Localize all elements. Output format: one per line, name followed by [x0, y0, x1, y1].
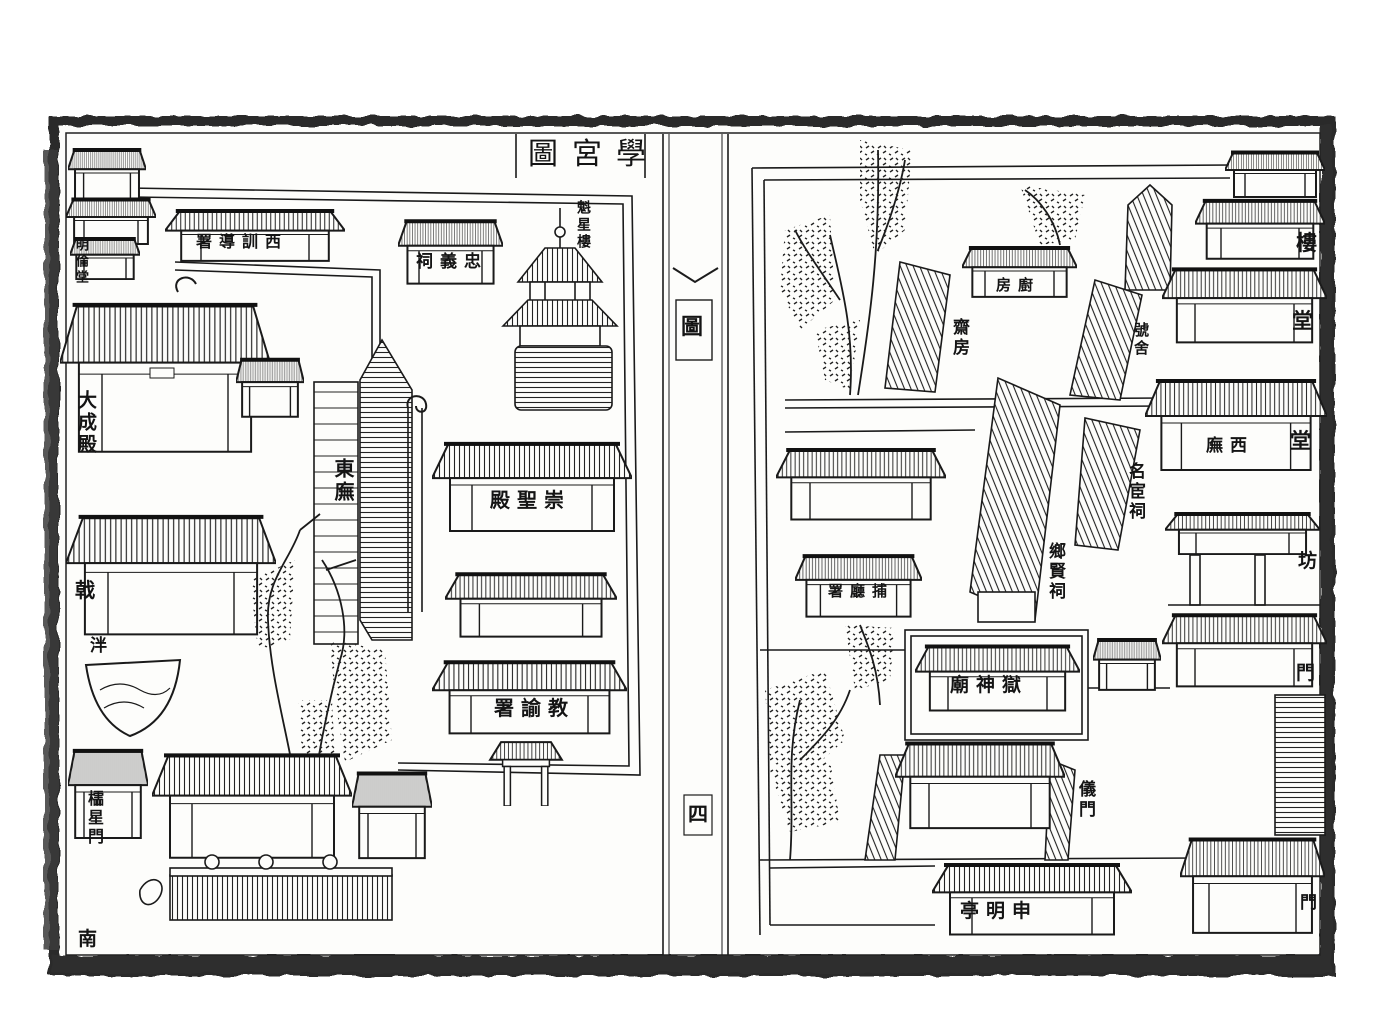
lower-trees	[765, 624, 895, 861]
label-hao-she: 號舍	[1132, 322, 1150, 358]
kui-xing-lou-pagoda	[501, 208, 619, 411]
stair-steps	[1274, 694, 1326, 836]
label-men-upper: 門	[1296, 662, 1316, 684]
pan-chi-pond	[84, 658, 182, 738]
label-chu-fang: 廚房	[996, 276, 1041, 294]
tang-lower-building	[1145, 379, 1327, 472]
page-number: 四	[688, 802, 708, 826]
dong-wu-corridor	[313, 338, 428, 645]
gutter-label-box	[675, 299, 713, 361]
print-border	[44, 116, 1335, 976]
label-lou: 樓	[1296, 230, 1317, 255]
main-gate-building	[152, 755, 352, 857]
hao-she-building	[1069, 278, 1143, 401]
label-men-lower: 門	[1300, 893, 1317, 913]
label-ming-huan-ci: 名宦祠	[1125, 462, 1145, 522]
label-bu-ting-shu: 捕廳署	[828, 582, 895, 600]
label-fang: 坊	[1298, 550, 1318, 572]
middle-hall-building	[445, 572, 617, 638]
ming-huan-ci-building	[1074, 417, 1141, 551]
label-chong-sheng-dian: 崇聖殿	[490, 488, 571, 512]
fang-archway	[1165, 512, 1320, 606]
label-pan-chi: 泮	[90, 636, 107, 656]
gutter-section-label: 圖	[681, 314, 704, 340]
label-shen-ming-ting: 申明亭	[960, 900, 1039, 922]
yi-men-gate-complex	[864, 741, 1076, 861]
east-axis-buildings	[1145, 151, 1327, 933]
narrow-hall-building	[1124, 183, 1173, 291]
label-jiao-yu-shu: 教諭署	[494, 696, 575, 720]
title-frame	[515, 134, 646, 178]
label-ming-lun-tang: 明倫堂	[73, 238, 88, 286]
label-ling-xing-men: 櫺星門	[85, 790, 104, 847]
right-page-walls	[751, 164, 1233, 936]
label-xi-wu: 西廡	[1206, 436, 1254, 456]
label-tang-lower: 堂	[1290, 428, 1311, 453]
small-pavilion	[1093, 638, 1161, 691]
men-lower-building	[1180, 839, 1325, 932]
page-title: 學宮圖	[528, 137, 660, 172]
page-number-box	[683, 794, 713, 836]
label-zhong-yi-ci: 忠義祠	[416, 252, 488, 272]
slanted-hall-north	[884, 260, 951, 393]
ji-men-building	[66, 517, 276, 634]
upper-trees	[780, 140, 1085, 396]
yu-shen-miao-compound	[904, 629, 1089, 741]
label-dong-wu: 東廡	[331, 458, 355, 504]
center-gutter	[662, 134, 729, 955]
label-xun-dao-shu: 西訓導署	[196, 232, 289, 251]
xiang-xian-ci-building	[969, 376, 1061, 623]
corner-tower-building	[352, 771, 432, 860]
ling-xing-men-building	[68, 748, 148, 840]
label-da-cheng-dian: 大成殿	[75, 390, 97, 456]
label-compass-south: 南	[78, 928, 98, 950]
side-gate-building	[236, 358, 304, 418]
west-hall-building	[776, 448, 946, 521]
label-zhai-fang: 齋房	[949, 318, 969, 358]
front-fence	[139, 854, 393, 921]
label-ji-men: 戟	[75, 578, 95, 602]
label-xiang-xian-ci: 鄉賢祠	[1045, 542, 1065, 602]
label-tang-upper: 堂	[1292, 308, 1313, 333]
label-kui-xing-lou: 魁星樓	[575, 200, 591, 251]
label-yi-men: 儀門	[1075, 780, 1095, 820]
da-cheng-dian-building	[60, 276, 270, 452]
label-yu-shen-miao: 獄神廟	[950, 674, 1029, 696]
